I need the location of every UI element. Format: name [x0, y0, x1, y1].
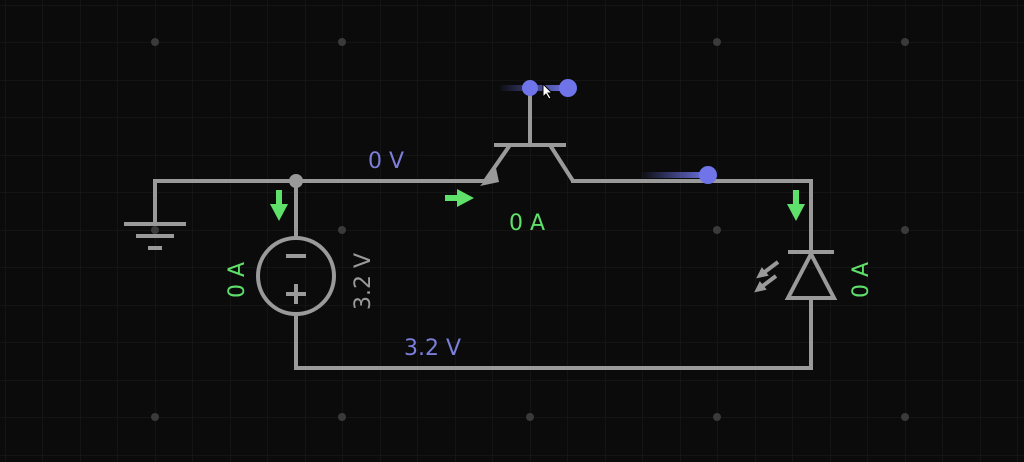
- source-current-label: 0 A: [225, 262, 250, 298]
- led-icon[interactable]: [754, 249, 838, 300]
- current-arrow-emitter: [445, 189, 474, 207]
- source-voltage-label: 3.2 V: [351, 253, 376, 310]
- current-arrow-led: [787, 190, 805, 221]
- led-current-label: 0 A: [849, 262, 874, 298]
- transistor-current-label: 0 A: [509, 211, 545, 236]
- wires[interactable]: [153, 179, 813, 370]
- node-top-voltage-label: 0 V: [368, 149, 404, 174]
- junction-node[interactable]: [289, 174, 303, 188]
- current-arrow-source: [270, 190, 288, 221]
- ground-icon[interactable]: [124, 222, 186, 250]
- grid-dots: [151, 38, 909, 421]
- node-bottom-voltage-label: 3.2 V: [404, 336, 461, 361]
- wire-bottom-loop[interactable]: [294, 298, 813, 370]
- base-input-probe[interactable]: [498, 79, 577, 97]
- wire-ground-to-emitter[interactable]: [153, 179, 487, 224]
- wire-collector-to-led[interactable]: [571, 179, 813, 255]
- npn-transistor-icon[interactable]: [480, 88, 575, 186]
- collector-probe[interactable]: [640, 166, 717, 184]
- mouse-cursor-icon: [542, 82, 554, 100]
- voltage-source-icon[interactable]: [256, 236, 336, 316]
